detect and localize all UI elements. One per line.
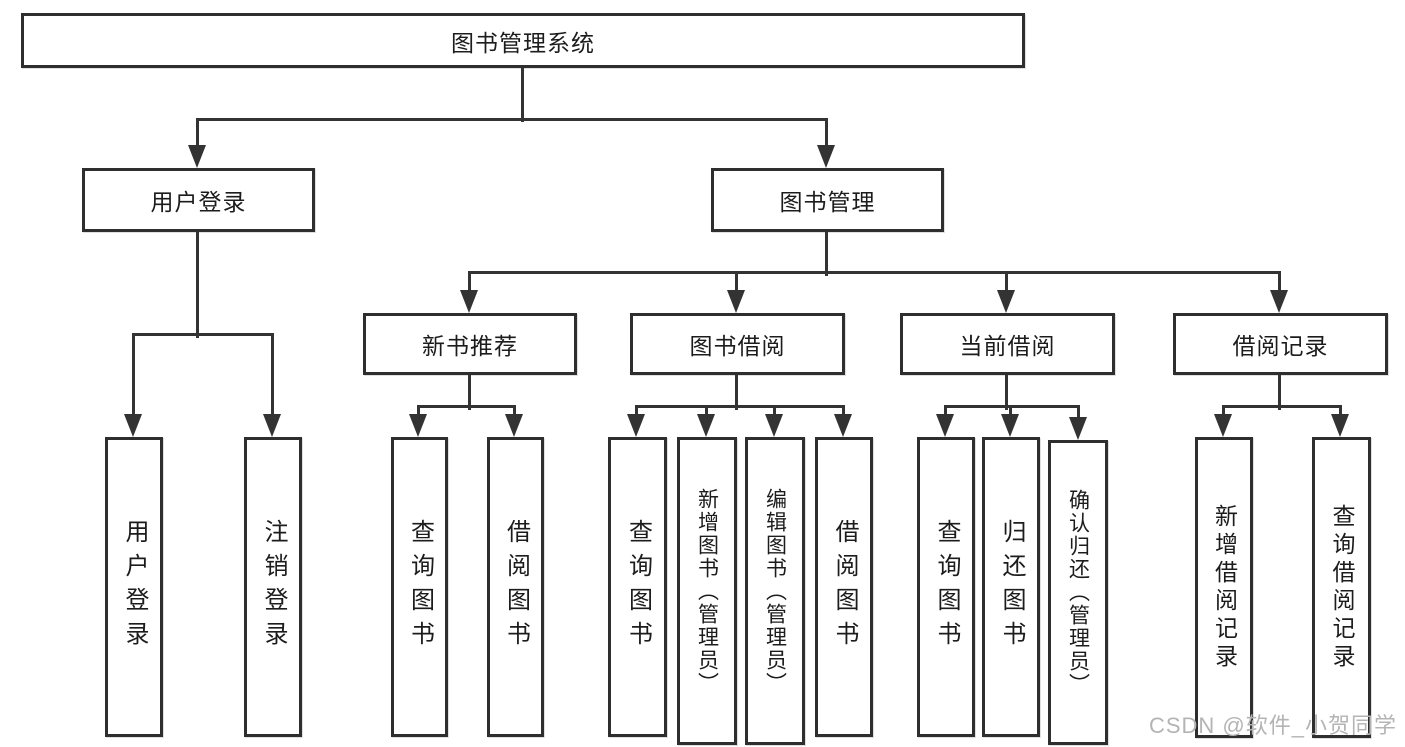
node-query-books: 查询图书 — [608, 437, 667, 737]
node-query-books: 查询图书 — [917, 437, 975, 737]
node-user-login: 用户登录 — [82, 168, 315, 232]
connector-line — [1077, 407, 1080, 418]
connector-line — [468, 271, 1281, 274]
arrow-down-icon — [1270, 290, 1288, 313]
node-add-borrow-record: 新增借阅记录 — [1195, 437, 1253, 738]
connector-line — [735, 273, 738, 295]
node-confirm-return-admin: 确认归还（管理员） — [1048, 440, 1108, 745]
node-book-borrowing: 图书借阅 — [630, 313, 845, 375]
connector-line — [773, 407, 776, 418]
connector-line — [1278, 273, 1281, 295]
arrow-down-icon — [124, 414, 142, 437]
connector-line — [196, 118, 828, 121]
node-query-books: 查询图书 — [391, 437, 448, 737]
arrow-down-icon — [697, 414, 715, 437]
arrow-down-icon — [997, 290, 1015, 313]
connector-line — [705, 407, 708, 418]
arrow-down-icon — [1214, 414, 1232, 437]
arrow-down-icon — [765, 414, 783, 437]
node-borrow-books: 借阅图书 — [815, 437, 873, 737]
arrow-down-icon — [627, 414, 645, 437]
connector-line — [944, 407, 947, 418]
connector-line — [1005, 273, 1008, 295]
arrow-down-icon — [834, 414, 852, 437]
connector-line — [196, 232, 199, 338]
connector-line — [1005, 375, 1008, 410]
node-borrow-books: 借阅图书 — [487, 437, 544, 737]
connector-line — [635, 407, 638, 418]
node-current-borrowing: 当前借阅 — [900, 313, 1115, 375]
arrow-down-icon — [936, 414, 954, 437]
node-return-books: 归还图书 — [982, 437, 1040, 737]
connector-line — [513, 407, 516, 418]
node-library-management-system: 图书管理系统 — [21, 13, 1025, 68]
connector-line — [132, 335, 135, 418]
node-user-login-leaf: 用户登录 — [105, 437, 163, 737]
arrow-down-icon — [817, 145, 835, 168]
connector-line — [196, 120, 199, 150]
connector-line — [468, 375, 471, 410]
connector-line — [1009, 407, 1012, 418]
arrow-down-icon — [409, 414, 427, 437]
arrow-down-icon — [727, 290, 745, 313]
arrow-down-icon — [1331, 414, 1349, 437]
arrow-down-icon — [188, 145, 206, 168]
arrow-down-icon — [505, 414, 523, 437]
node-borrowing-records: 借阅记录 — [1173, 313, 1388, 375]
connector-line — [1278, 375, 1281, 410]
connector-line — [825, 232, 828, 276]
csdn-watermark: CSDN @软件_小贺同学 — [1148, 713, 1397, 738]
connector-line — [635, 405, 845, 408]
node-new-book-recommend: 新书推荐 — [363, 313, 577, 375]
connector-line — [825, 120, 828, 150]
node-logout-leaf: 注销登录 — [244, 437, 302, 737]
node-edit-books-admin: 编辑图书（管理员） — [745, 437, 805, 745]
node-query-borrow-record: 查询借阅记录 — [1312, 437, 1371, 738]
connector-line — [417, 407, 420, 418]
connector-line — [468, 273, 471, 295]
connector-line — [842, 407, 845, 418]
connector-line — [271, 335, 274, 418]
connector-line — [1339, 407, 1342, 418]
connector-line — [735, 375, 738, 410]
connector-line — [132, 333, 274, 336]
arrow-down-icon — [460, 290, 478, 313]
node-book-management: 图书管理 — [711, 168, 944, 232]
arrow-down-icon — [1001, 414, 1019, 437]
connector-line — [1222, 407, 1225, 418]
connector-line — [417, 405, 516, 408]
connector-line — [944, 405, 1080, 408]
arrow-down-icon — [263, 414, 281, 437]
node-add-books-admin: 新增图书（管理员） — [677, 437, 737, 745]
arrow-down-icon — [1069, 417, 1087, 440]
connector-line — [521, 68, 524, 122]
connector-line — [1222, 405, 1342, 408]
